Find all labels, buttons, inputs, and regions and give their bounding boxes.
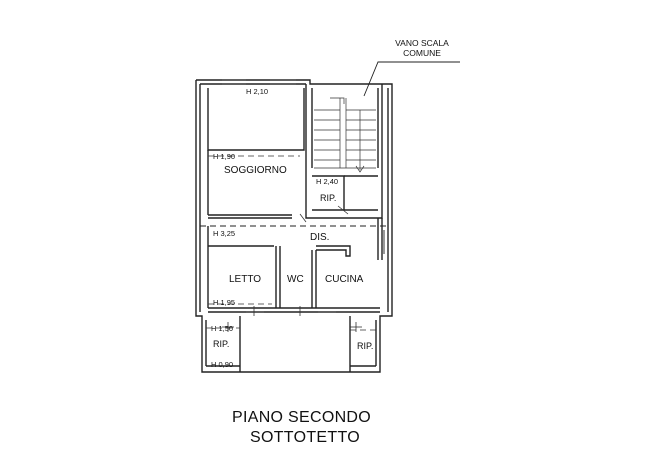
slope-lines xyxy=(206,155,376,331)
rip-stair-wall xyxy=(312,175,345,211)
room-label-rip-stair: RIP. xyxy=(320,193,337,203)
annotation-line-2: COMUNE xyxy=(403,48,441,58)
plan-subtitle: SOTTOTETTO xyxy=(250,429,360,446)
height-label: H 3,25 xyxy=(213,229,236,238)
height-label: H 1,90 xyxy=(213,152,236,161)
walls xyxy=(195,79,393,373)
annotation-leader xyxy=(363,61,460,97)
height-label: H 2,40 xyxy=(316,177,339,186)
height-label: H 2,10 xyxy=(246,87,269,96)
room-label-letto: LETTO xyxy=(229,274,262,285)
height-label: H 0,90 xyxy=(211,360,234,369)
door-swing xyxy=(299,213,307,223)
plan-title: PIANO SECONDO xyxy=(232,409,372,426)
outer-wall xyxy=(195,79,393,373)
cucina-door-jamb xyxy=(316,245,351,257)
room-label-rip-right: RIP. xyxy=(357,341,374,351)
room-label-wc: WC xyxy=(287,274,304,285)
stair-top-rail xyxy=(330,97,345,104)
room-label-rip-left: RIP. xyxy=(213,339,230,349)
staircase xyxy=(314,97,376,173)
door-swing xyxy=(337,205,349,215)
stair-arrow-head xyxy=(355,165,365,173)
door-markers xyxy=(222,205,362,332)
height-label: H 1,50 xyxy=(211,324,234,333)
stair-annotation: VANO SCALA COMUNE xyxy=(380,38,464,58)
room-label-soggiorno: SOGGIORNO xyxy=(224,165,287,176)
living-upper-box xyxy=(207,88,305,151)
windows xyxy=(222,79,385,313)
leader-line xyxy=(363,61,460,97)
room-label-dis: DIS. xyxy=(310,232,330,243)
stair-core-wall xyxy=(305,84,383,219)
annotation-line-1: VANO SCALA xyxy=(395,38,449,48)
room-label-cucina: CUCINA xyxy=(325,274,364,285)
height-label: H 1,95 xyxy=(213,298,236,307)
